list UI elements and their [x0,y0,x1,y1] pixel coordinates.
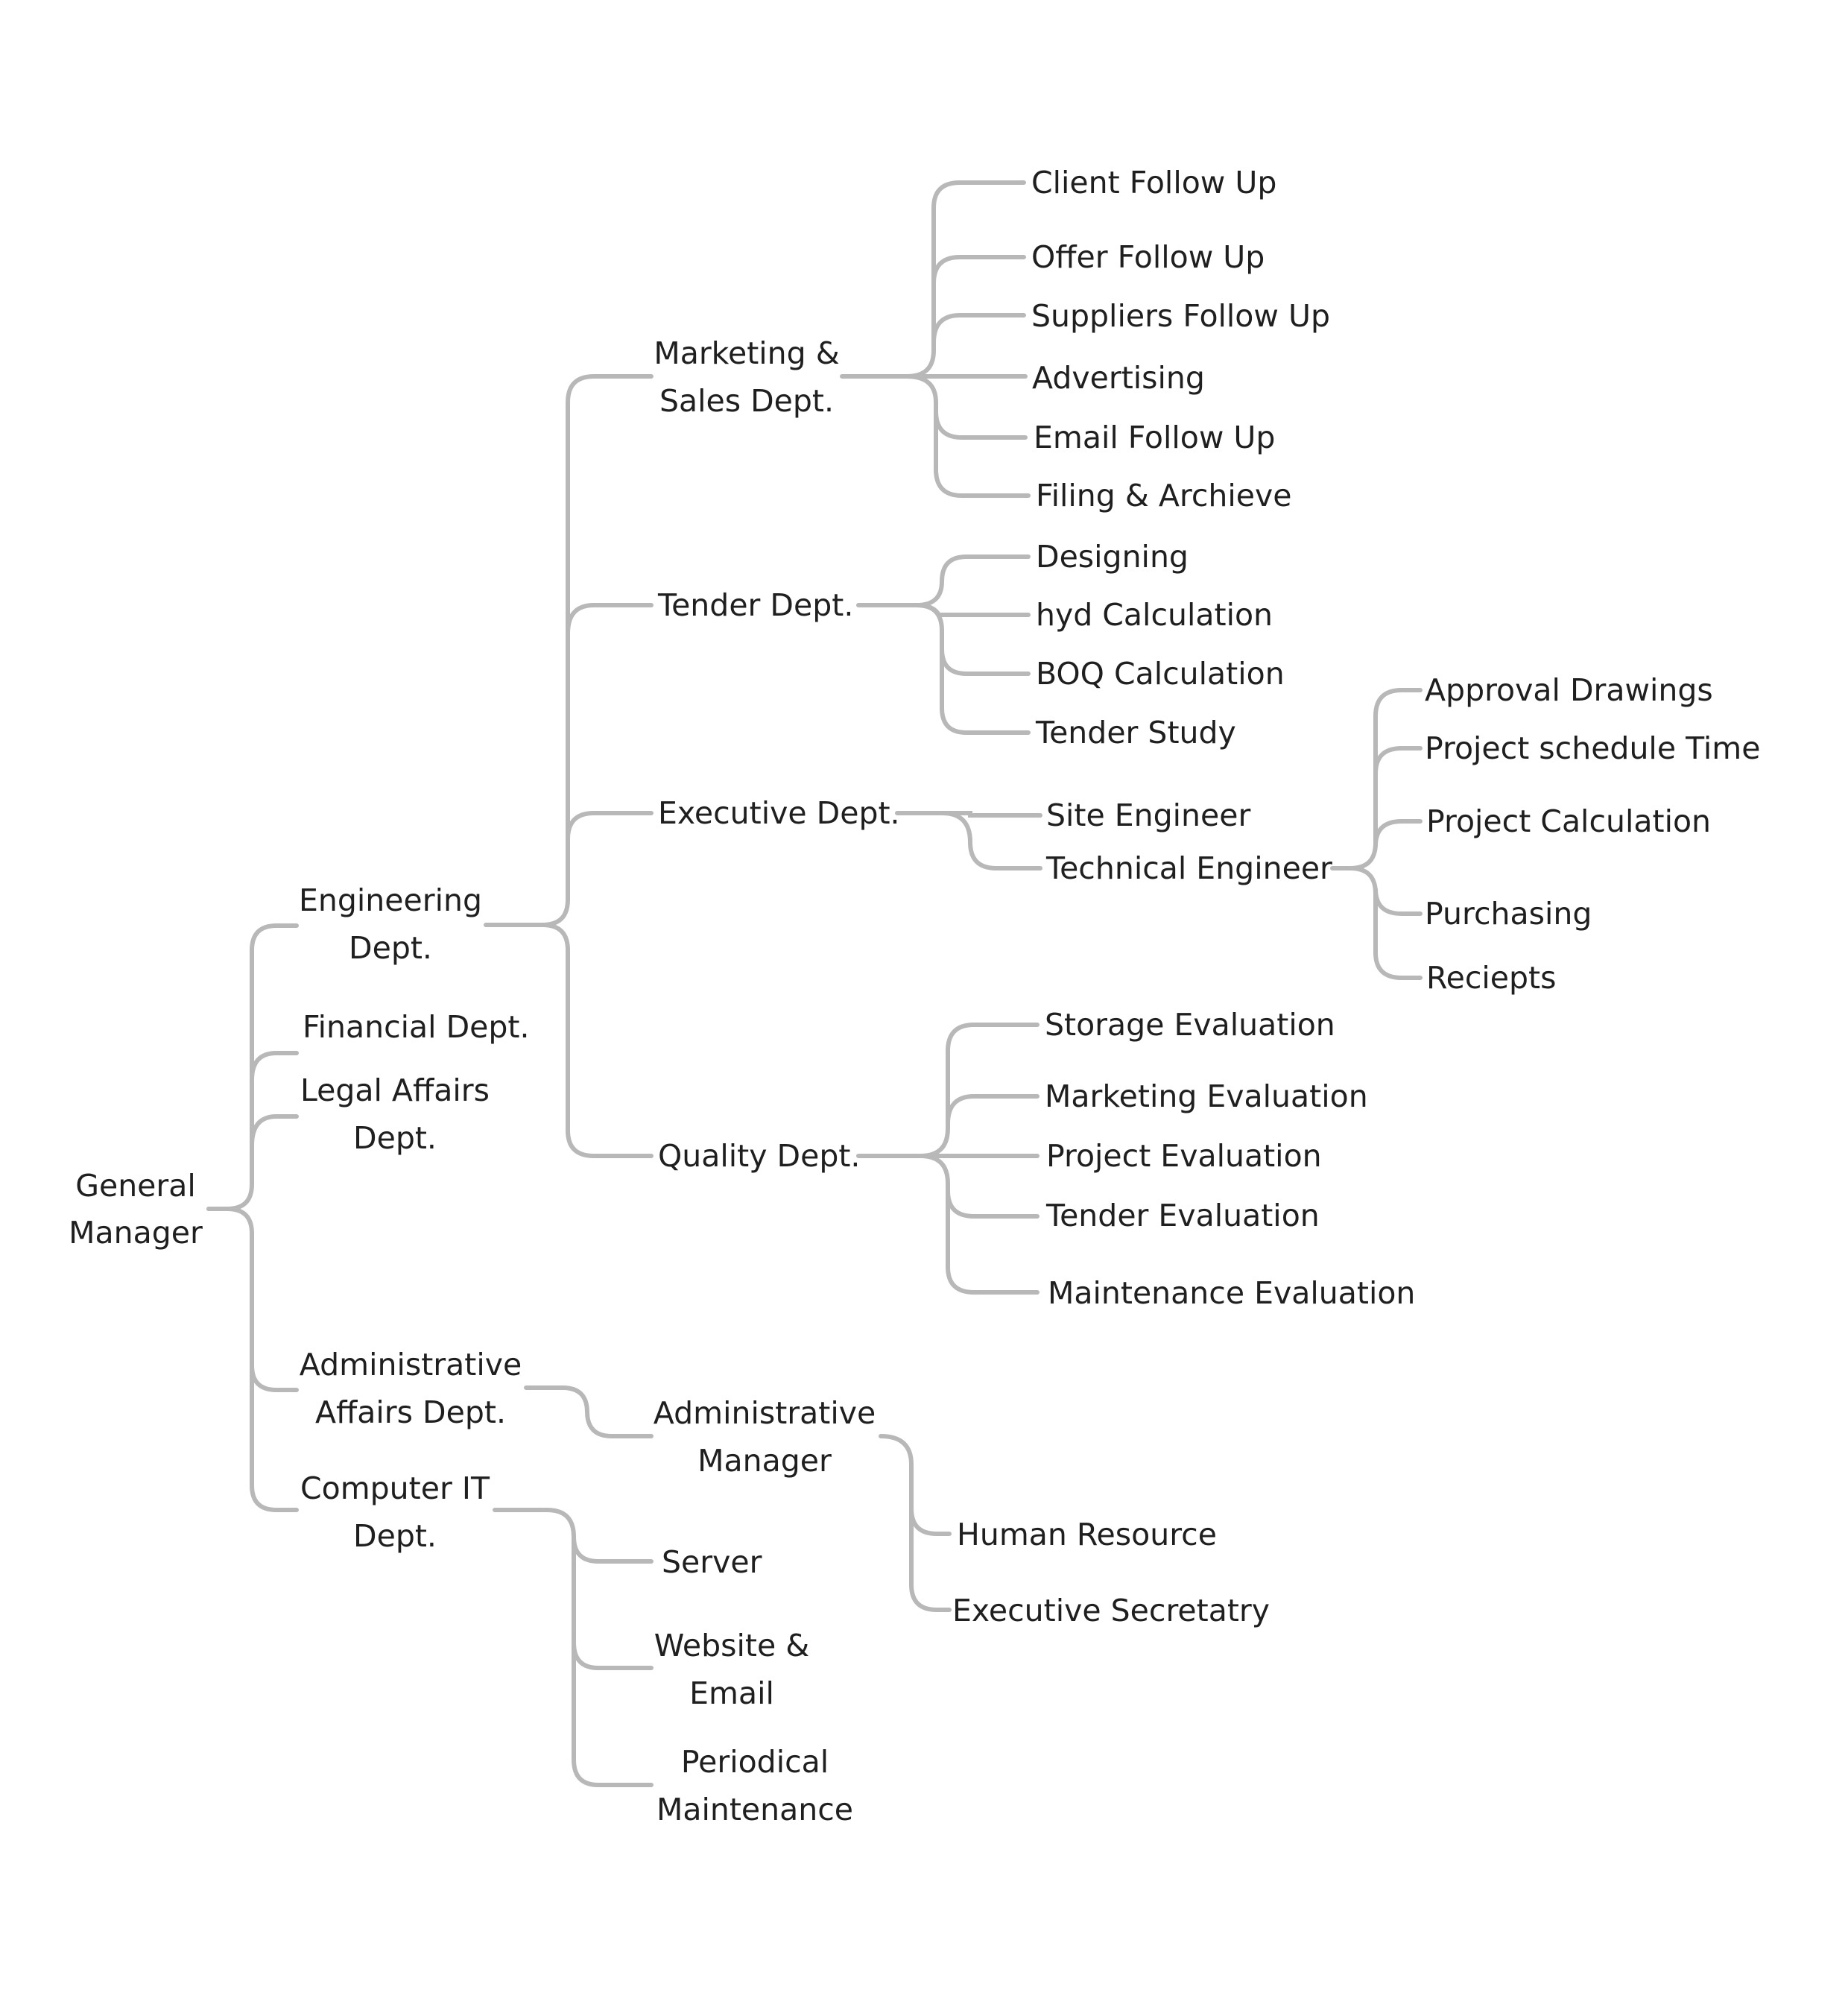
node-label: Affairs Dept. [315,1394,506,1430]
node-project-schedule-time: Project schedule Time [1425,730,1760,766]
node-label: Executive Dept. [658,795,900,831]
quality-children: Storage Evaluation Marketing Evaluation … [1045,1007,1415,1311]
node-maintenance-evaluation: Maintenance Evaluation [1048,1275,1415,1311]
marketing-children: Client Follow Up Offer Follow Up Supplie… [1031,165,1330,514]
node-client-follow-up: Client Follow Up [1031,165,1276,200]
technical-engineer-children: Approval Drawings Project schedule Time … [1425,672,1760,996]
node-label: Dept. [349,930,432,966]
node-administrative-manager: Administrative Manager [654,1395,876,1479]
node-quality-dept: Quality Dept. [658,1138,860,1174]
node-email-follow-up: Email Follow Up [1034,420,1275,455]
node-server: Server [662,1544,762,1580]
node-label: Administrative [654,1395,876,1431]
node-administrative-affairs-dept: Administrative Affairs Dept. [300,1347,522,1430]
node-label: Email [689,1675,774,1711]
node-label: Engineering [299,882,482,918]
admin-manager-children: Human Resource Executive Secretatry [952,1517,1270,1628]
node-label: Periodical [681,1744,829,1780]
node-reciepts: Reciepts [1426,960,1557,996]
node-computer-it-dept: Computer IT Dept. [300,1470,490,1554]
node-label: Legal Affairs [300,1072,490,1108]
node-filing-archieve: Filing & Archieve [1036,478,1291,514]
node-boq-calculation: BOQ Calculation [1036,656,1285,692]
node-legal-affairs-dept: Legal Affairs Dept. [300,1072,490,1156]
node-purchasing: Purchasing [1425,896,1592,932]
node-human-resource: Human Resource [957,1517,1217,1552]
node-site-engineer: Site Engineer [1046,797,1250,833]
node-label: Manager [697,1443,832,1479]
node-engineering-dept: Engineering Dept. [299,882,482,966]
node-executive-dept: Executive Dept. [658,795,900,831]
node-financial-dept: Financial Dept. [303,1009,530,1045]
node-tender-dept: Tender Dept. [657,587,853,623]
node-label: Marketing & [654,335,839,371]
node-periodical-maintenance: Periodical Maintenance [656,1744,853,1827]
node-technical-engineer: Technical Engineer [1045,850,1332,886]
node-label: Website & [654,1628,809,1663]
node-label: Sales Dept. [659,383,834,419]
node-storage-evaluation: Storage Evaluation [1045,1007,1335,1043]
node-marketing-sales-dept: Marketing & Sales Dept. [654,335,839,419]
tender-children: Designing hyd Calculation BOQ Calculatio… [1035,539,1285,751]
node-label: Quality Dept. [658,1138,860,1174]
node-label: Computer IT [300,1470,490,1506]
node-label: Dept. [353,1518,437,1554]
node-label: Administrative [300,1347,522,1383]
node-label: Maintenance [656,1792,853,1827]
node-label: Manager [69,1215,203,1251]
node-designing: Designing [1036,539,1189,575]
node-label: Financial Dept. [303,1009,530,1045]
node-marketing-evaluation: Marketing Evaluation [1045,1078,1368,1114]
node-tender-evaluation: Tender Evaluation [1045,1198,1320,1233]
node-project-evaluation: Project Evaluation [1046,1138,1322,1174]
node-project-calculation: Project Calculation [1426,803,1711,839]
node-label: Server [662,1544,762,1580]
node-label: Dept. [353,1120,437,1156]
node-approval-drawings: Approval Drawings [1425,672,1713,708]
executive-children: Site Engineer Technical Engineer [1045,797,1332,886]
node-suppliers-follow-up: Suppliers Follow Up [1031,298,1330,334]
node-label: General [75,1168,196,1204]
node-tender-study: Tender Study [1035,715,1236,751]
node-offer-follow-up: Offer Follow Up [1031,239,1265,275]
node-label: Tender Dept. [657,587,853,623]
root-node-general-manager: General Manager [69,1168,203,1251]
node-advertising: Advertising [1032,360,1205,396]
node-hyd-calculation: hyd Calculation [1036,597,1273,633]
node-website-email: Website & Email [654,1628,809,1711]
node-executive-secretatry: Executive Secretatry [952,1593,1270,1628]
connector-lines [206,180,1423,1787]
